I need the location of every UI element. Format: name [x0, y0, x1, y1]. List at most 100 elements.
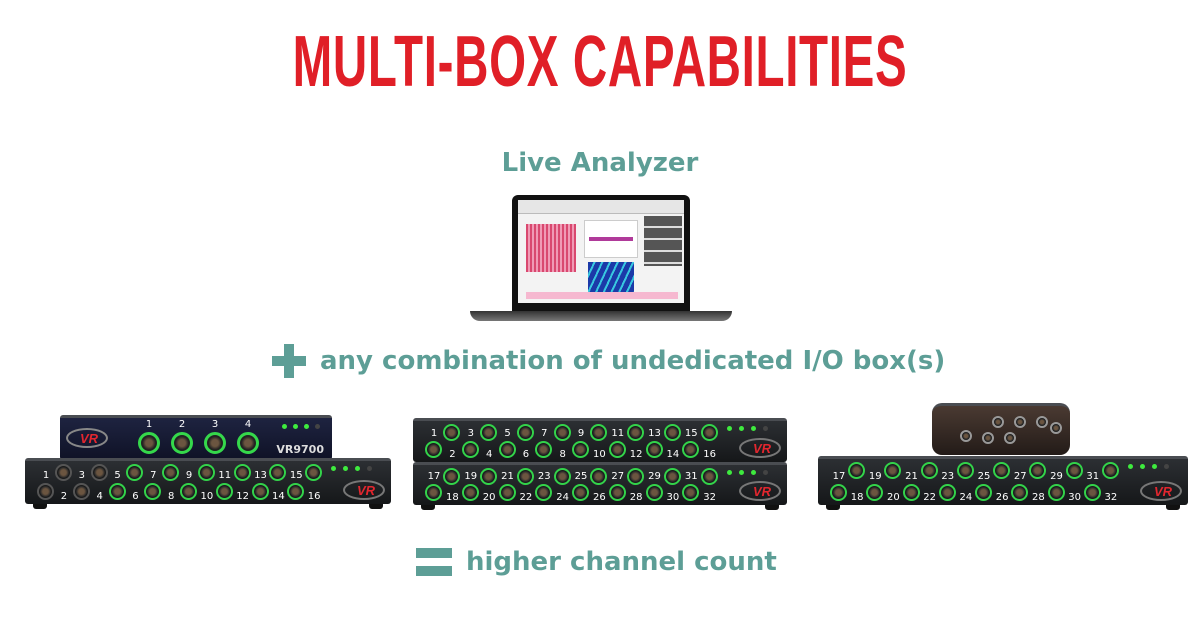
status-led	[739, 470, 744, 475]
bnc-port	[884, 462, 902, 479]
channel-number: 10	[593, 449, 606, 460]
channel-number: 13	[254, 470, 267, 481]
channel-number: 23	[941, 471, 955, 482]
bnc-port	[938, 484, 956, 501]
channel-number: 16	[703, 449, 716, 460]
channel-number: 22	[923, 492, 936, 503]
bnc-port	[162, 464, 180, 481]
vr-logo: VR	[1140, 481, 1182, 501]
bnc-port	[443, 424, 461, 441]
status-led	[1128, 464, 1133, 469]
bnc-port	[498, 484, 516, 501]
foot	[369, 504, 383, 509]
status-led	[1164, 464, 1169, 469]
bnc-port	[425, 484, 442, 501]
software-label: Live Analyzer	[501, 148, 699, 178]
bnc-port	[171, 432, 193, 454]
bnc-port	[237, 432, 259, 454]
channel-number: 19	[464, 471, 478, 482]
channel-number: 25	[574, 471, 588, 482]
lemo-port	[1004, 432, 1016, 444]
channel-number: 15	[289, 470, 303, 481]
channel-number: 24	[959, 492, 973, 503]
bnc-port	[590, 468, 608, 485]
channel-number: 18	[850, 492, 864, 503]
equals-row: higher channel count	[416, 547, 777, 577]
channel-number: 14	[272, 491, 285, 502]
bnc-port	[902, 484, 920, 501]
channel-number: 14	[666, 449, 680, 460]
status-led	[1152, 464, 1157, 469]
bnc-port	[830, 484, 847, 501]
bnc-port	[480, 424, 498, 441]
bnc-port	[269, 464, 287, 481]
channel-number: 7	[150, 470, 157, 481]
bnc-port	[663, 424, 681, 441]
channel-number: 4	[96, 491, 103, 502]
channel-number: 16	[307, 491, 321, 502]
status-led	[355, 466, 360, 471]
time-waveform-plot	[526, 224, 576, 272]
bnc-port	[72, 483, 90, 500]
channel-number: 11	[218, 470, 232, 481]
laptop-base	[470, 311, 732, 321]
bnc-port	[233, 464, 251, 481]
status-led	[739, 426, 744, 431]
channel-number: 32	[703, 492, 716, 503]
bnc-port	[920, 462, 938, 479]
bnc-port	[461, 484, 479, 501]
equals-icon	[416, 548, 452, 576]
plus-text: any combination of undedicated I/O box(s…	[320, 346, 946, 376]
plus-row: any combination of undedicated I/O box(s…	[272, 344, 945, 378]
channel-number: 30	[1068, 492, 1081, 503]
channel-number: 9	[577, 428, 585, 439]
status-led	[1140, 464, 1145, 469]
channel-number: 17	[832, 471, 846, 482]
status-led	[293, 424, 298, 429]
plus-icon	[272, 344, 306, 378]
bnc-port	[608, 484, 626, 501]
channel-number: 31	[684, 471, 698, 482]
foot	[421, 505, 435, 510]
bnc-port	[516, 424, 534, 441]
bnc-port	[627, 468, 645, 485]
bnc-port	[553, 424, 571, 441]
bnc-port	[572, 441, 589, 458]
page-title: MULTI-BOX CAPABILITIES	[292, 22, 908, 102]
channel-number: 12	[236, 491, 249, 502]
bnc-port	[204, 432, 226, 454]
channel-number: 2	[178, 419, 186, 430]
bnc-port	[553, 468, 571, 485]
channel-number: 29	[1050, 471, 1063, 482]
lemo-port	[992, 416, 1004, 428]
status-led	[727, 426, 732, 431]
channel-panel	[644, 216, 682, 266]
lemo-port	[1014, 416, 1026, 428]
bnc-port	[590, 424, 608, 441]
laptop-lid	[512, 195, 690, 313]
channel-number: 26	[593, 492, 606, 503]
channel-number: 26	[995, 492, 1009, 503]
foot	[765, 505, 779, 510]
channel-number: 3	[211, 419, 219, 430]
channel-number: 21	[501, 471, 514, 482]
channel-number: 28	[629, 492, 643, 503]
channel-number: 3	[78, 470, 85, 481]
bnc-port	[138, 432, 160, 454]
channel-number: 1	[42, 470, 50, 481]
compact-analyzer-box	[932, 403, 1070, 455]
bnc-port	[993, 462, 1011, 479]
bnc-port	[144, 483, 162, 500]
status-led	[331, 466, 336, 471]
channel-number: 20	[482, 492, 496, 503]
app-ribbon	[518, 200, 684, 214]
live-analyzer-screen	[518, 200, 684, 303]
channel-number: 17	[427, 471, 441, 482]
channel-number: 2	[449, 449, 456, 460]
bnc-port	[516, 468, 534, 485]
laptop-image	[470, 195, 732, 323]
